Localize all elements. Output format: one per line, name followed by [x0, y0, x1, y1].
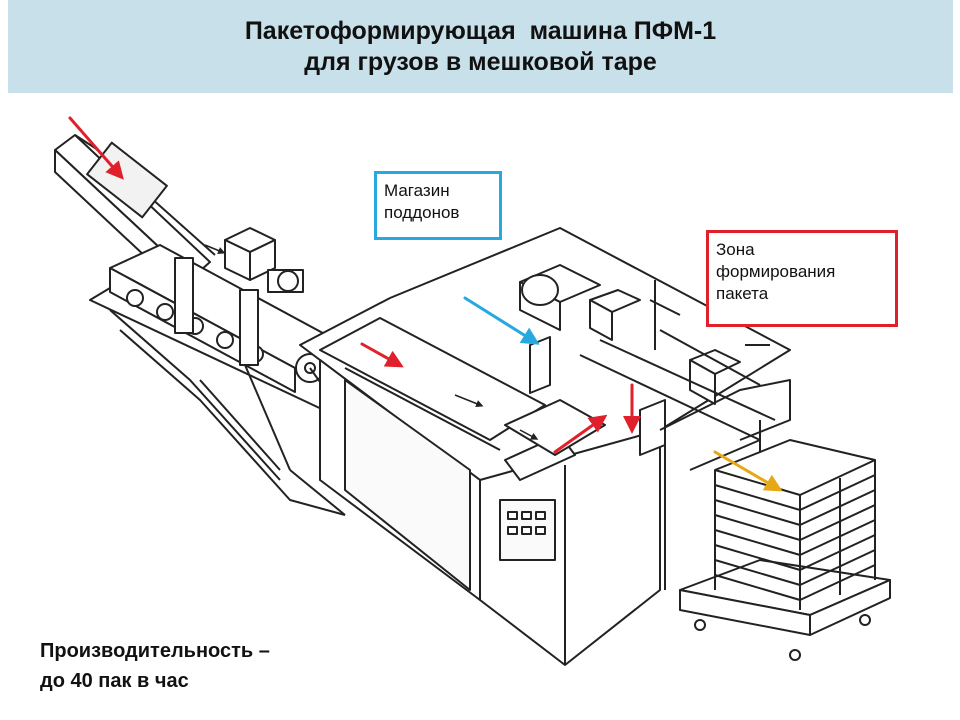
capacity-line-2: до 40 пак в час [40, 670, 189, 692]
right-frame [659, 379, 791, 590]
machine-drawing [54, 116, 891, 666]
pallet-magazine-unit [519, 264, 776, 456]
pallet-flow-arrow [463, 296, 540, 345]
title-banner: Пакетоформирующая машина ПФМ-1 для грузо… [8, 0, 953, 93]
formation-zone-label-line: формирования [716, 262, 836, 281]
product-flow-arrow [68, 116, 124, 180]
capacity-note: Производительность – до 40 пак в час [40, 636, 270, 696]
pallet-magazine-label-line: поддонов [384, 203, 460, 222]
slide-title-line-2: для грузов в мешковой таре [304, 47, 657, 76]
formation-zone-label-line: пакета [716, 284, 769, 303]
slide-title-line-1: Пакетоформирующая машина ПФМ-1 [244, 16, 717, 45]
drive-motor [224, 227, 304, 293]
stacked-bag-pack [679, 439, 891, 661]
product-flow-arrow [553, 414, 608, 454]
pallet-magazine-label-line: Магазин [384, 181, 450, 200]
pack-exit-arrow [713, 450, 783, 492]
product-flow-arrow [360, 342, 404, 368]
capacity-line-1: Производительность – [40, 640, 270, 662]
roller-section [109, 244, 346, 411]
formation-zone-label-line: Зона [716, 240, 755, 259]
inner-conveyor [319, 317, 606, 456]
pallet-magazine-callout: Магазин поддонов [374, 171, 502, 240]
formation-zone-callout: Зона формирования пакета [706, 230, 898, 327]
